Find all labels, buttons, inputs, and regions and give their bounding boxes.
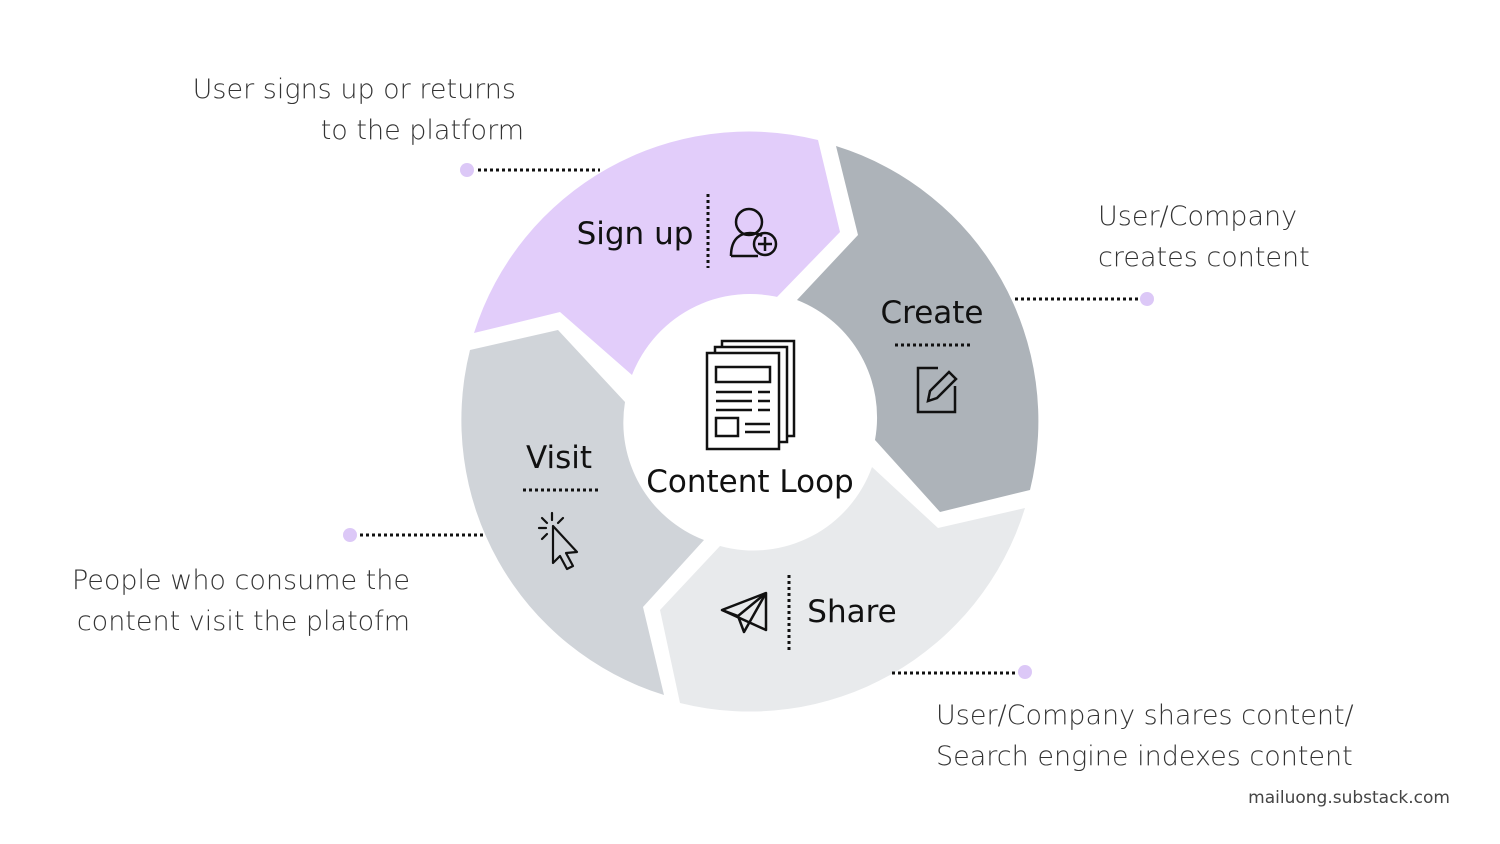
paper-plane-icon <box>720 591 768 634</box>
user-add-icon <box>729 207 778 258</box>
segment-create[interactable] <box>797 146 1039 512</box>
leader-dot-create <box>1140 292 1154 306</box>
annotation-visit-line1: People who consume the <box>71 565 410 596</box>
leader-dot-share <box>1018 665 1032 679</box>
segment-share[interactable] <box>660 467 1025 712</box>
annotation-create-line1: User/Company <box>1098 201 1298 232</box>
segment-signup[interactable] <box>474 131 840 375</box>
annotation-create: User/Company creates content <box>1098 196 1310 278</box>
credit-text: mailuong.substack.com <box>1248 788 1450 808</box>
cursor-click-icon <box>537 511 579 571</box>
segment-label-visit: Visit <box>526 440 592 476</box>
annotation-visit-line2: content visit the platofm <box>76 606 410 637</box>
leader-dot-visit <box>343 528 357 542</box>
segment-label-signup: Sign up <box>577 216 694 252</box>
segment-visit[interactable] <box>461 330 704 695</box>
annotation-create-line2: creates content <box>1098 242 1310 273</box>
leader-dot-signup <box>460 163 474 177</box>
annotation-signup-line2: to the platform <box>320 115 524 146</box>
annotation-share-line2: Search engine indexes content <box>936 741 1353 772</box>
annotation-visit: People who consume the content visit the… <box>20 560 410 642</box>
segment-label-create: Create <box>880 295 983 331</box>
edit-icon <box>916 366 958 414</box>
annotation-share: User/Company shares content/ Search engi… <box>936 695 1354 777</box>
annotation-signup: User signs up or returns to the platform <box>140 69 524 151</box>
annotation-signup-line1: User signs up or returns <box>192 74 516 105</box>
segment-label-share: Share <box>807 594 896 630</box>
annotation-share-line1: User/Company shares content/ <box>936 700 1354 731</box>
newspaper-icon <box>705 339 796 451</box>
center-label: Content Loop <box>646 464 853 500</box>
